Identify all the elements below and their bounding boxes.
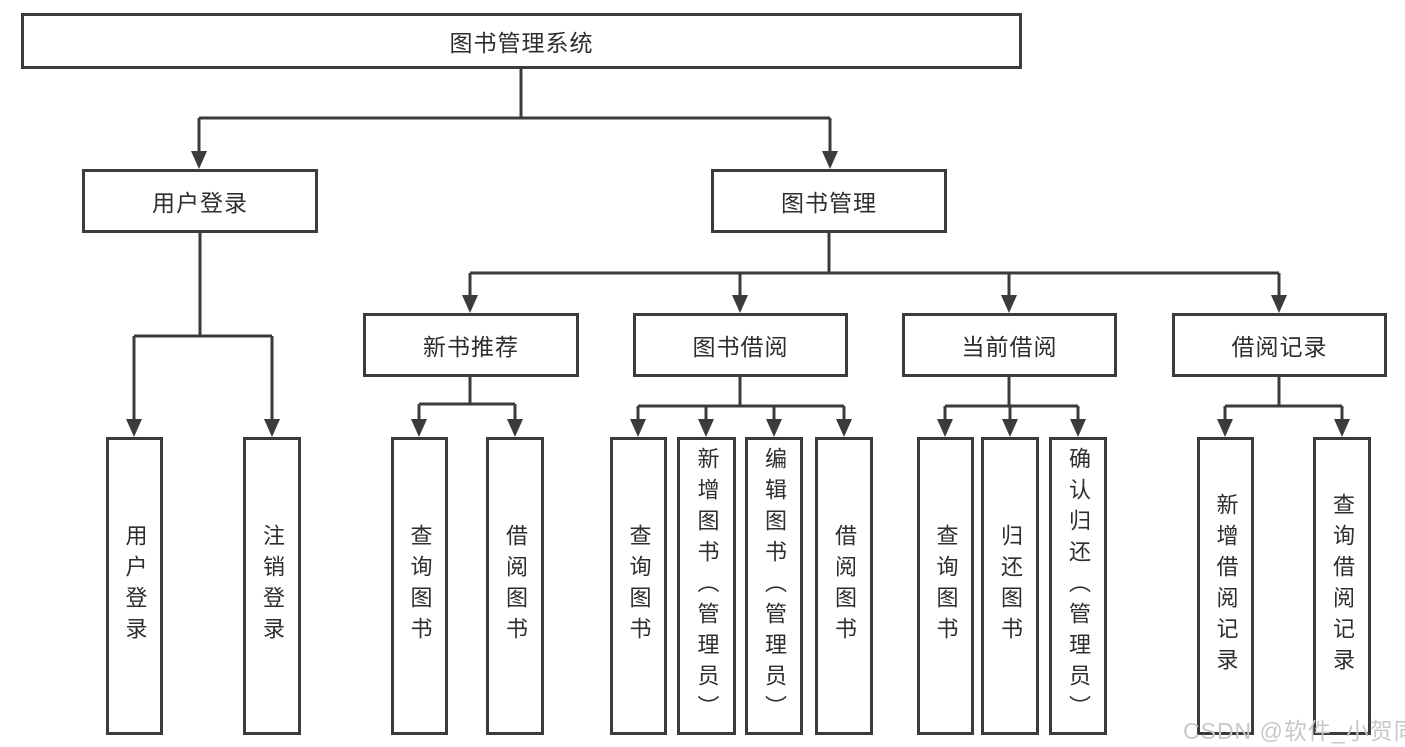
node-label: 查询借阅记录 [1330,493,1355,679]
leaf-user-login: 用户登录 [106,437,163,735]
leaf-current-query-books: 查询图书 [917,437,974,735]
node-label: 新增图书（管理员） [694,446,720,726]
node-label: 确认归还（管理员） [1066,446,1091,726]
node-label: 注销登录 [260,524,285,648]
leaf-return-books: 归还图书 [981,437,1039,735]
node-label: 查询图书 [933,524,959,648]
node-label: 用户登录 [152,190,248,216]
leaf-add-books-admin: 新增图书（管理员） [677,437,736,735]
node-label: 查询图书 [407,524,433,648]
node-library-system: 图书管理系统 [21,13,1022,69]
node-book-management: 图书管理 [711,169,947,233]
leaf-borrow-books: 借阅图书 [815,437,873,735]
node-label: 查询图书 [626,524,652,648]
leaf-edit-books-admin: 编辑图书（管理员） [745,437,803,735]
node-label: 归还图书 [998,524,1023,648]
node-label: 图书管理系统 [449,30,594,56]
node-user-login: 用户登录 [82,169,318,233]
watermark: CSDN @软件_小贺同学 [1183,718,1405,744]
node-current-borrow: 当前借阅 [902,313,1117,377]
leaf-add-borrow-record: 新增借阅记录 [1197,437,1254,735]
node-label: 新书推荐 [423,334,519,360]
leaf-recommend-borrow-books: 借阅图书 [486,437,544,735]
node-borrow-records: 借阅记录 [1172,313,1387,377]
node-label: 当前借阅 [961,334,1058,360]
node-book-borrow: 图书借阅 [633,313,848,377]
leaf-confirm-return-admin: 确认归还（管理员） [1049,437,1107,735]
leaf-borrow-query-books: 查询图书 [610,437,667,735]
node-label: 借阅图书 [503,524,528,648]
node-label: 图书管理 [781,190,877,216]
leaf-logout: 注销登录 [243,437,301,735]
node-label: 新增借阅记录 [1213,493,1239,679]
node-new-book-recommend: 新书推荐 [363,313,579,377]
leaf-query-borrow-record: 查询借阅记录 [1313,437,1371,735]
node-label: 编辑图书（管理员） [762,446,787,726]
leaf-recommend-query-books: 查询图书 [391,437,448,735]
node-label: 图书借阅 [692,334,789,360]
node-label: 借阅记录 [1231,334,1328,360]
node-label: 借阅图书 [832,524,857,648]
node-label: 用户登录 [122,524,148,648]
